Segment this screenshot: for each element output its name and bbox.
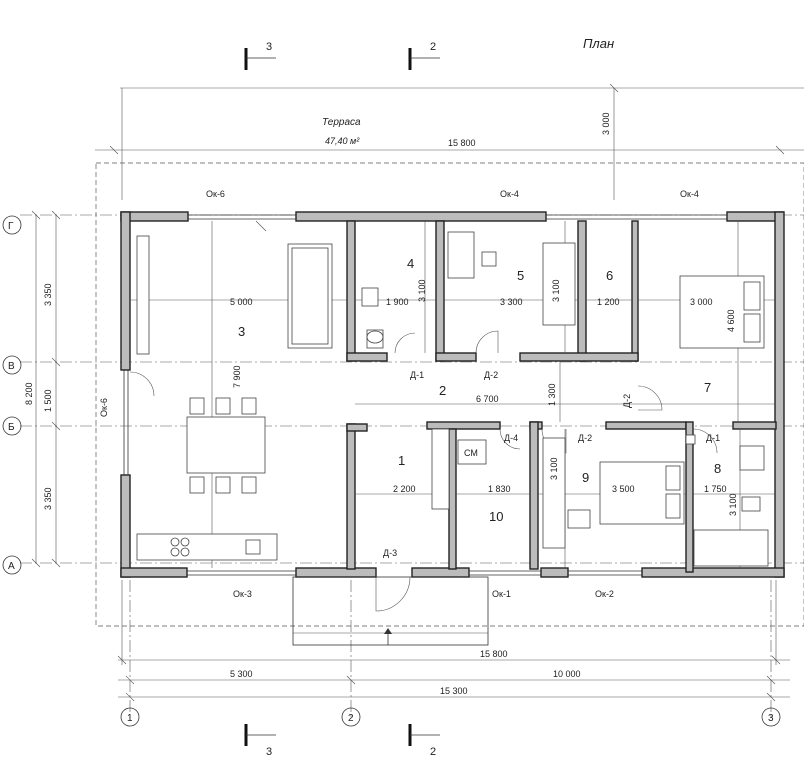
plan-title: План (583, 36, 614, 51)
svg-text:3: 3 (768, 713, 774, 724)
window-label-ok6-left: Ок-6 (99, 398, 109, 417)
axis-markers-bottom: 1 2 3 (120, 707, 781, 727)
terrace-depth-dim: 3 000 (601, 112, 611, 135)
room-number-2: 2 (439, 383, 446, 398)
svg-text:3: 3 (266, 41, 272, 53)
svg-text:3 100: 3 100 (551, 279, 561, 302)
room-number-8: 8 (714, 461, 721, 476)
room-number-6: 6 (606, 268, 613, 283)
svg-text:1 830: 1 830 (488, 484, 511, 494)
svg-text:2: 2 (430, 746, 436, 758)
bottom-dimensions: 15 800 5 300 10 000 15 300 (117, 580, 790, 702)
room-number-1: 1 (398, 453, 405, 468)
door-label-d2-left: Д-2 (484, 370, 498, 380)
washer-label: СМ (464, 448, 478, 458)
section-marker-3-bottom: 3 (244, 724, 276, 758)
window-label-ok4-right: Ок-4 (680, 189, 699, 199)
door-label-d1-left: Д-1 (410, 370, 424, 380)
svg-text:15 800: 15 800 (480, 649, 508, 659)
window-label-ok1: Ок-1 (492, 589, 511, 599)
svg-text:В: В (8, 361, 15, 372)
terrace-name: Терраса (322, 117, 361, 128)
svg-text:1 750: 1 750 (704, 484, 727, 494)
svg-text:2: 2 (348, 713, 354, 724)
svg-text:3 000: 3 000 (690, 297, 713, 307)
svg-text:5 300: 5 300 (230, 669, 253, 679)
terrace-outline (95, 162, 804, 627)
door-label-d4: Д-4 (504, 433, 518, 443)
window-label-ok2: Ок-2 (595, 589, 614, 599)
axis-markers-left: Г В Б А (2, 215, 22, 575)
svg-text:3 300: 3 300 (500, 297, 523, 307)
door-label-d2-vert: Д-2 (622, 394, 632, 408)
window-label-ok4-mid: Ок-4 (500, 189, 519, 199)
outer-walls (120, 211, 785, 578)
svg-text:3: 3 (266, 746, 272, 758)
svg-text:7 900: 7 900 (232, 365, 242, 388)
bathtub (693, 529, 769, 567)
door-label-d2-mid: Д-2 (578, 433, 592, 443)
window-label-ok6-top: Ок-6 (206, 189, 225, 199)
svg-text:10 000: 10 000 (553, 669, 581, 679)
svg-text:1 900: 1 900 (386, 297, 409, 307)
svg-text:8 200: 8 200 (24, 382, 34, 405)
section-marker-3-top: 3 (244, 41, 276, 70)
section-marker-2-bottom: 2 (408, 724, 440, 758)
left-dimensions: 8 200 3 350 1 500 3 350 (24, 210, 61, 568)
svg-text:Г: Г (8, 221, 14, 232)
furniture (136, 231, 769, 567)
dining-table (186, 416, 266, 474)
room-number-9: 9 (582, 470, 589, 485)
room-number-7: 7 (704, 380, 711, 395)
porch (292, 576, 489, 646)
svg-text:3 100: 3 100 (728, 493, 738, 516)
terrace-dimensions: 15 800 3 000 Терраса 47,40 м² (95, 83, 804, 200)
svg-text:3 350: 3 350 (43, 487, 53, 510)
svg-text:1 300: 1 300 (547, 383, 557, 406)
door-label-d1-right: Д-1 (706, 433, 720, 443)
svg-text:1: 1 (127, 713, 133, 724)
svg-text:3 350: 3 350 (43, 283, 53, 306)
room-number-10: 10 (489, 509, 503, 524)
svg-text:А: А (8, 561, 15, 572)
svg-text:3 100: 3 100 (417, 279, 427, 302)
svg-text:15 300: 15 300 (440, 686, 468, 696)
interior-dimension-texts: 5 000 7 900 1 900 3 100 3 300 3 100 1 20… (230, 279, 738, 516)
svg-text:Б: Б (8, 422, 15, 433)
room-number-3: 3 (238, 324, 245, 339)
section-marker-2-top: 2 (408, 41, 440, 70)
svg-text:6 700: 6 700 (476, 394, 499, 404)
door-label-d3: Д-3 (383, 548, 397, 558)
terrace-area: 47,40 м² (325, 136, 360, 146)
svg-text:5 000: 5 000 (230, 297, 253, 307)
svg-text:2: 2 (430, 41, 436, 53)
interior-walls (346, 220, 777, 573)
washer (457, 439, 487, 465)
svg-text:3 100: 3 100 (549, 457, 559, 480)
room-number-4: 4 (407, 256, 414, 271)
svg-text:3 500: 3 500 (612, 484, 635, 494)
window-label-ok3: Ок-3 (233, 589, 252, 599)
room-number-5: 5 (517, 268, 524, 283)
svg-text:1 200: 1 200 (597, 297, 620, 307)
windows (123, 214, 727, 576)
svg-text:4 600: 4 600 (726, 309, 736, 332)
terrace-width-dim: 15 800 (448, 138, 476, 148)
svg-text:2 200: 2 200 (393, 484, 416, 494)
svg-text:1 500: 1 500 (43, 389, 53, 412)
